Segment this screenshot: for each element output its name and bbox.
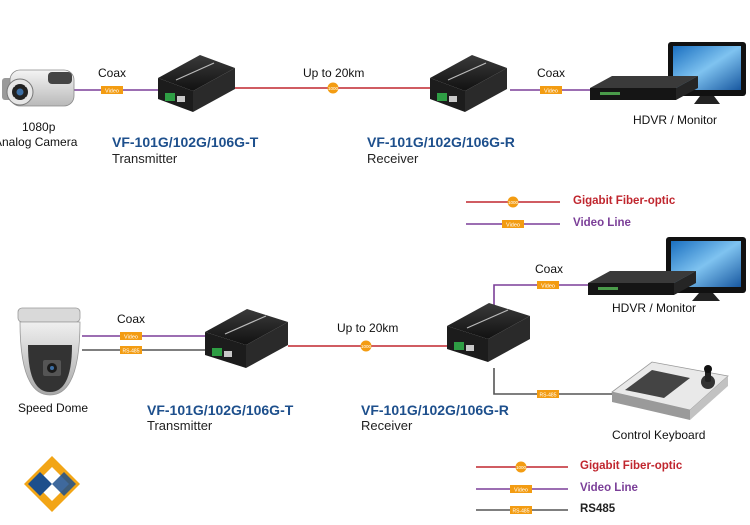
svg-text:Video: Video xyxy=(544,89,558,95)
legend-top-fiber-tag: 1000 xyxy=(507,196,519,208)
coax-label-bottom-left: Coax xyxy=(117,312,146,326)
receiver-device-bottom xyxy=(447,303,530,362)
control-keyboard-icon xyxy=(611,361,729,420)
video-tag-bottom-left: Video xyxy=(120,332,142,341)
monitor-label-bottom: HDVR / Monitor xyxy=(612,301,697,315)
coax-label-top-left: Coax xyxy=(98,66,127,80)
receiver-role-bottom: Receiver xyxy=(361,418,413,433)
svg-text:Video: Video xyxy=(514,488,528,494)
coax-label-top-right: Coax xyxy=(537,66,566,80)
analog-camera-icon xyxy=(2,69,75,107)
coax-label-bottom-right: Coax xyxy=(535,262,564,276)
svg-text:1000: 1000 xyxy=(361,344,372,349)
legend-bottom-rs485-tag: RS-485 xyxy=(510,506,532,515)
svg-text:RS-485: RS-485 xyxy=(513,509,530,515)
legend-bottom-video-tag: Video xyxy=(510,485,532,494)
keyboard-label: Control Keyboard xyxy=(612,428,706,442)
receiver-model-top: VF-101G/102G/106G-R xyxy=(367,134,515,150)
legend-top-video-tag: Video xyxy=(502,220,524,229)
transmitter-role-bottom: Transmitter xyxy=(147,418,213,433)
transmitter-model-bottom: VF-101G/102G/106G-T xyxy=(147,402,294,418)
camera-resolution-label: 1080p xyxy=(22,120,56,134)
legend-bottom-rs485-label: RS485 xyxy=(580,503,616,515)
legend-bottom-video-label: Video Line xyxy=(580,482,638,494)
svg-text:1000: 1000 xyxy=(516,465,527,470)
transmitter-model-top: VF-101G/102G/106G-T xyxy=(112,134,259,150)
video-tag-top-left: Video xyxy=(101,86,123,95)
legend-top-video-label: Video Line xyxy=(573,217,631,229)
fiber-tag-top: 1000 xyxy=(327,82,339,94)
video-tag-bottom-right: Video xyxy=(537,281,559,290)
hdvr-monitor-icon-top xyxy=(590,42,746,104)
speed-dome-camera-icon xyxy=(17,307,81,396)
rs485-tag-bottom-right: RS-485 xyxy=(537,390,559,399)
transmitter-role-top: Transmitter xyxy=(112,151,178,166)
video-tag-top-right: Video xyxy=(540,86,562,95)
svg-text:1000: 1000 xyxy=(508,200,519,205)
speed-dome-label: Speed Dome xyxy=(18,401,89,415)
svg-text:Video: Video xyxy=(541,284,555,290)
legend-bottom-fiber-tag: 1000 xyxy=(515,461,527,473)
receiver-device-top xyxy=(430,55,507,112)
distance-label-bottom: Up to 20km xyxy=(337,321,399,335)
svg-text:Video: Video xyxy=(506,223,520,229)
transmitter-device-bottom xyxy=(205,309,288,368)
hdvr-monitor-icon-bottom xyxy=(588,237,746,301)
monitor-label-top: HDVR / Monitor xyxy=(633,113,718,127)
svg-text:RS-485: RS-485 xyxy=(540,393,557,399)
distance-label-top: Up to 20km xyxy=(303,66,365,80)
rs485-line-bottom-right xyxy=(493,368,612,395)
legend-bottom-fiber-label: Gigabit Fiber-optic xyxy=(580,460,683,472)
svg-text:Video: Video xyxy=(105,89,119,95)
svg-text:1000: 1000 xyxy=(328,86,339,91)
rs485-tag-bottom-left: RS-485 xyxy=(120,346,142,355)
svg-text:RS-485: RS-485 xyxy=(123,349,140,355)
svg-text:Video: Video xyxy=(124,335,138,341)
receiver-role-top: Receiver xyxy=(367,151,419,166)
receiver-model-bottom: VF-101G/102G/106G-R xyxy=(361,402,509,418)
camera-type-label: Analog Camera xyxy=(0,135,78,149)
transmitter-device-top xyxy=(158,55,235,112)
company-logo xyxy=(24,456,80,512)
fiber-tag-bottom: 1000 xyxy=(360,340,372,352)
legend-top-fiber-label: Gigabit Fiber-optic xyxy=(573,195,676,207)
